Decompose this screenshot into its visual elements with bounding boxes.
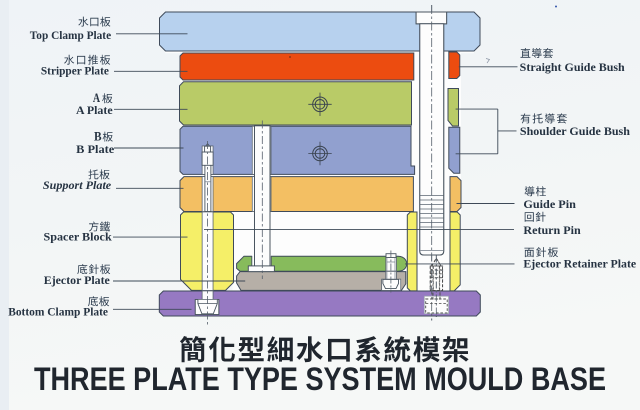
svg-text:Bottom Clamp Plate: Bottom Clamp Plate [8,305,108,319]
svg-text:Spacer Block: Spacer Block [44,230,113,244]
svg-text:Guide Pin: Guide Pin [523,197,576,211]
svg-text:Ejector Plate: Ejector Plate [44,273,110,287]
svg-text:A Plate: A Plate [76,103,113,117]
svg-text:Shoulder Guide Bush: Shoulder Guide Bush [520,124,630,138]
svg-text:B: B [94,129,102,143]
svg-text:B Plate: B Plate [76,142,114,156]
svg-text:A: A [93,91,100,105]
svg-text:Support Plate: Support Plate [43,178,112,192]
svg-text:Ejector Retainer Plate: Ejector Retainer Plate [523,256,636,270]
svg-text:THREE PLATE TYPE SYSTEM MOULD: THREE PLATE TYPE SYSTEM MOULD BASE [34,361,606,397]
svg-text:Return Pin: Return Pin [523,223,581,237]
svg-text:Straight Guide Bush: Straight Guide Bush [520,60,625,74]
svg-text:Top Clamp Plate: Top Clamp Plate [30,28,111,42]
svg-text:Stripper Plate: Stripper Plate [41,64,109,78]
